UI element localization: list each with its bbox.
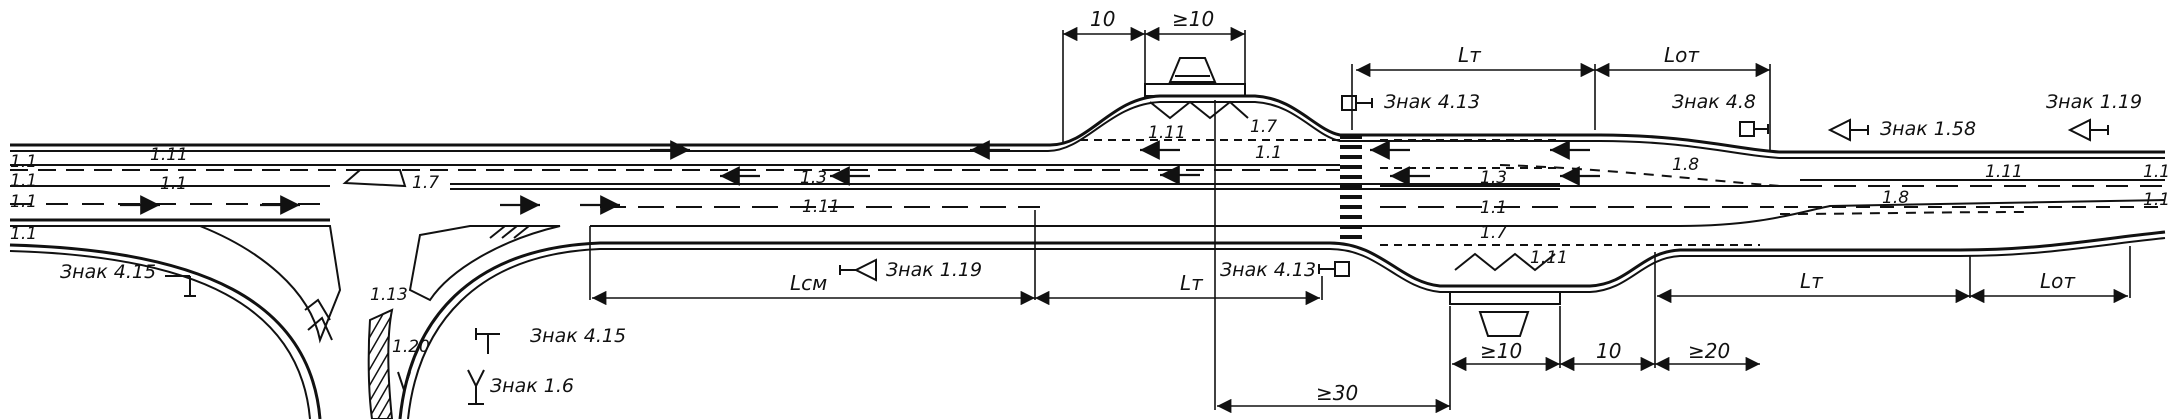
traffic-island-hatching-icon (367, 308, 394, 419)
dimension-labels: 10 ≥10 Lт Lот Lсм Lт Lт Lот ≥10 10 ≥20 ≥… (790, 7, 2076, 405)
square-sign-icon (1334, 261, 1350, 277)
marking-label: 1.3 (1480, 168, 1507, 188)
triangle-arrow-sign-icon (853, 258, 877, 282)
marking-label: 1.1 (10, 224, 37, 244)
marking-label: 1.1 (10, 171, 37, 191)
sign-label-4-15-left: Знак 4.15 (60, 261, 156, 283)
marking-label: 1.1 (2143, 162, 2170, 182)
triangle-arrow-sign-icon (1827, 118, 1851, 142)
bus-stop-platform-icon (1449, 291, 1561, 305)
marking-label: 1.1 (1255, 143, 1282, 163)
marking-label: 1.13 (370, 285, 408, 305)
square-sign-icon (1341, 95, 1357, 111)
junction-islands (199, 169, 561, 419)
dimension-label: 10 (1596, 339, 1621, 363)
dimension-label: 10 (1090, 7, 1115, 31)
dimension-label: Lт (1800, 269, 1824, 293)
marking-label: 1.7 (1250, 117, 1277, 137)
dimension-label: Lт (1180, 271, 1204, 295)
sign-label-1-19-mid: Знак 1.19 (886, 259, 982, 281)
marking-label: 1.20 (392, 337, 430, 357)
marking-label: 1.11 (1985, 162, 2023, 182)
sign-label-4-13-bottom: Знак 4.13 (1220, 259, 1316, 281)
sign-label-1-19-top: Знак 1.19 (2046, 91, 2142, 113)
bus-stop-platform-icon (1144, 83, 1246, 97)
road-edges (9, 94, 2166, 419)
signs (165, 95, 2109, 405)
sign-label-4-8: Знак 4.8 (1672, 91, 1756, 113)
marking-labels: 1.1 1.11 1.1 1.1 1.1 1.1 1.7 1.11 1.7 1.… (10, 117, 2170, 357)
marking-label: 1.1 (10, 152, 37, 172)
bus-stop-platform-icon (1168, 57, 1217, 83)
sign-labels: Знак 4.13 Знак 4.8 Знак 1.58 Знак 1.19 З… (60, 91, 2142, 397)
dimension-label: ≥10 (1480, 339, 1522, 363)
marking-label: 1.3 (800, 168, 827, 188)
square-sign-icon (1739, 121, 1755, 137)
dimension-label: ≥10 (1172, 7, 1214, 31)
t-sign-icon (475, 328, 500, 354)
marking-label: 1.8 (1672, 155, 1699, 175)
marking-label: 1.11 (150, 145, 188, 165)
dimension-label: Lот (2040, 269, 2076, 293)
sign-label-1-58: Знак 1.58 (1880, 118, 1976, 140)
bus-stop-platform-icon (1478, 311, 1530, 337)
sign-label-4-15-bottom: Знак 4.15 (530, 325, 626, 347)
marking-label: 1.8 (1882, 188, 1909, 208)
bus-stop-top (1144, 57, 1249, 120)
marking-label: 1.1 (160, 174, 187, 194)
dimension-label: Lт (1458, 43, 1482, 67)
marking-label: 1.11 (1530, 248, 1568, 268)
sign-label-1-6: Знак 1.6 (490, 375, 574, 397)
t-sign-icon (165, 275, 196, 297)
marking-label: 1.1 (2143, 190, 2170, 210)
triangle-arrow-sign-icon (397, 371, 411, 394)
dimension-label: Lот (1664, 43, 1700, 67)
marking-label: 1.11 (802, 197, 840, 217)
bus-stop-bottom (1449, 252, 1561, 337)
dimension-label: ≥20 (1688, 339, 1730, 363)
y-sign-icon (467, 369, 485, 405)
marking-label: 1.1 (1480, 198, 1507, 218)
dimension-lines (589, 26, 2131, 414)
traffic-arrows (120, 140, 1600, 215)
dimension-label: ≥30 (1316, 381, 1358, 405)
crosswalk-icon (1340, 135, 1362, 239)
triangle-arrow-sign-icon (2067, 118, 2091, 142)
marking-label: 1.7 (412, 173, 439, 193)
dimension-label: Lсм (790, 271, 827, 295)
marking-label: 1.1 (10, 192, 37, 212)
lane-markings (10, 139, 2165, 246)
sign-label-4-13-top: Знак 4.13 (1384, 91, 1480, 113)
marking-label: 1.7 (1480, 223, 1507, 243)
marking-label: 1.11 (1148, 123, 1186, 143)
